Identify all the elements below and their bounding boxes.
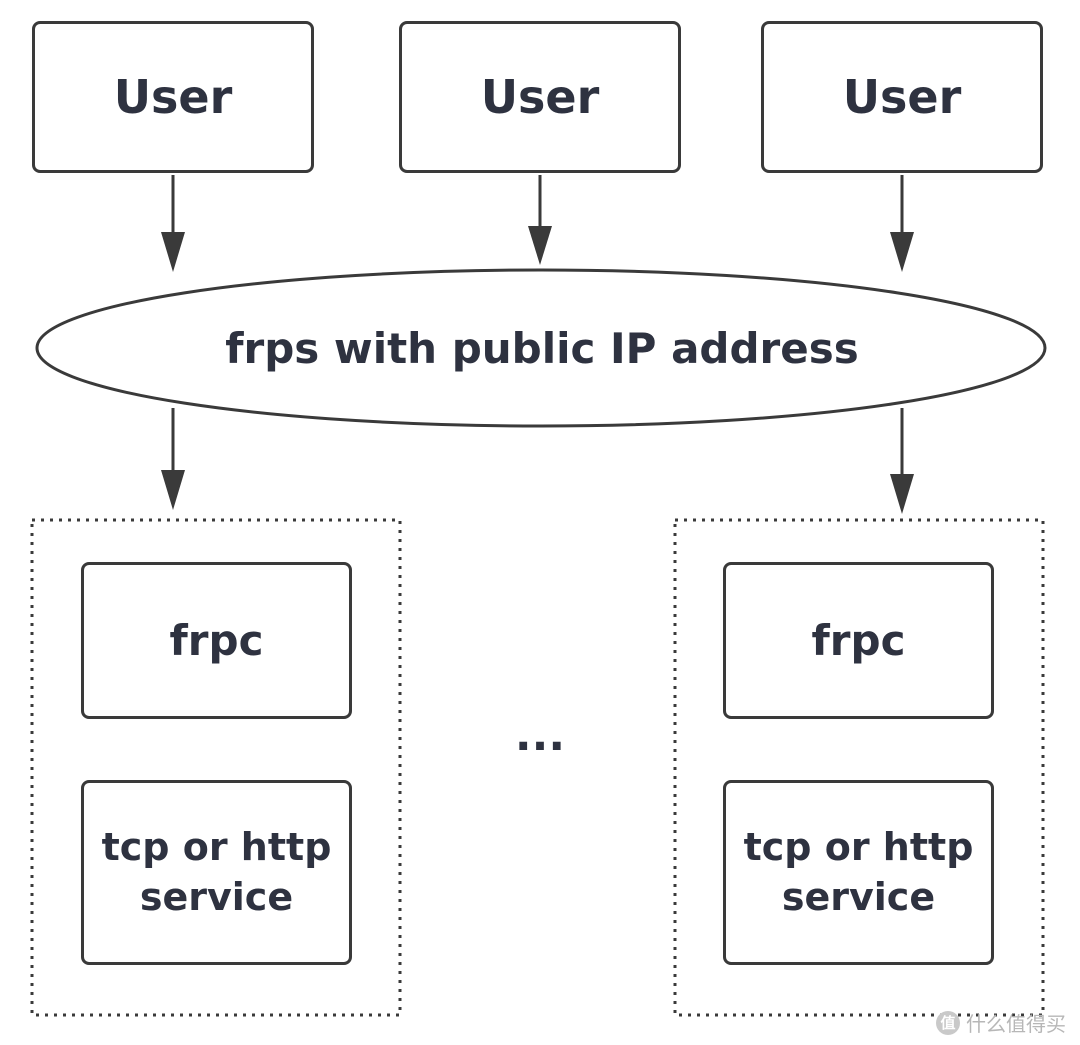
service-label: tcp or http service <box>101 825 332 919</box>
arrowhead-client-right <box>890 474 914 514</box>
user-label: User <box>480 70 600 124</box>
frpc-label: frpc <box>811 616 906 665</box>
frpc-label: frpc <box>169 616 264 665</box>
watermark: 值 什么值得买 <box>936 1008 1066 1037</box>
watermark-logo-icon: 值 <box>936 1010 960 1035</box>
arrowhead-user1 <box>161 232 185 272</box>
service-label: tcp or http service <box>743 825 974 919</box>
arrowhead-client-left <box>161 470 185 510</box>
server-to-client-arrows <box>161 408 914 514</box>
user-box: User <box>399 21 681 173</box>
frpc-box-right: frpc <box>723 562 994 719</box>
more-clients-ellipsis: ... <box>514 709 566 761</box>
client-group-left <box>30 518 402 1017</box>
arrowhead-user3 <box>890 232 914 272</box>
watermark-text: 什么值得买 <box>966 1012 1066 1036</box>
arrowhead-user2 <box>528 226 552 265</box>
client-group-right <box>673 518 1045 1017</box>
user-box: User <box>32 21 314 173</box>
user-to-server-arrows <box>161 175 914 272</box>
frps-ellipse <box>35 268 1047 428</box>
service-box-right: tcp or http service <box>723 780 994 965</box>
user-label: User <box>113 70 233 124</box>
service-box-left: tcp or http service <box>81 780 352 965</box>
user-label: User <box>842 70 962 124</box>
frps-label: frps with public IP address <box>225 323 859 373</box>
user-box: User <box>761 21 1043 173</box>
frpc-box-left: frpc <box>81 562 352 719</box>
